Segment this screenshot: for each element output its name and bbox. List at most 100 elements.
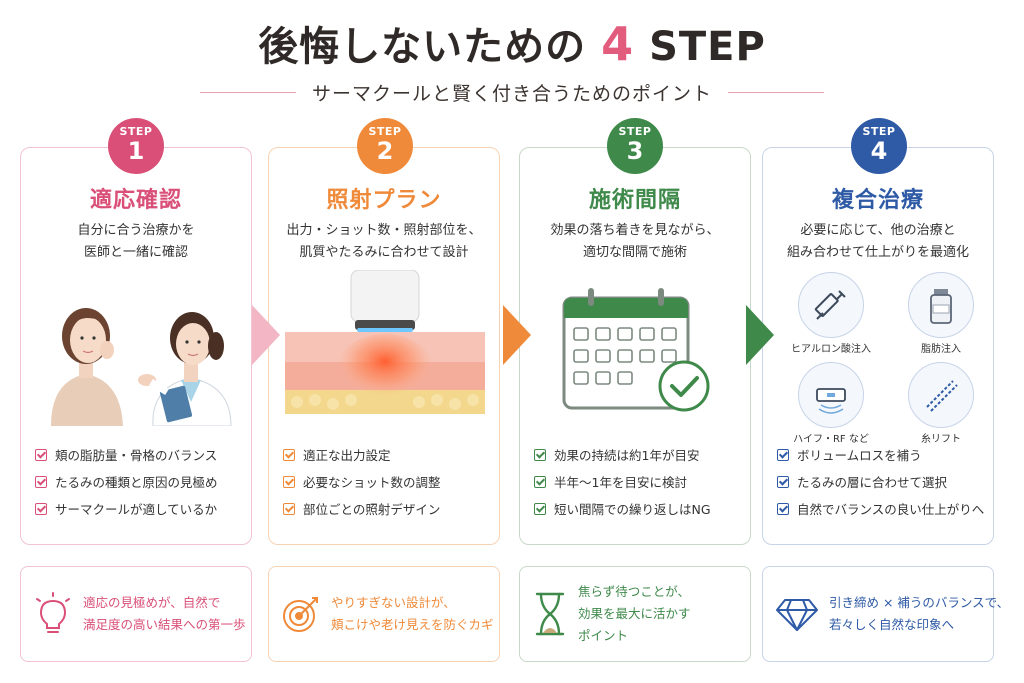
list-item: たるみの種類と原因の見極め [35,468,249,495]
treatment-hifu-rf: ハイフ・RF など [783,362,879,445]
title-text: 後悔しないための [258,24,587,70]
badge-label: STEP [862,125,896,138]
desc-line: 適切な間隔で施術 [582,245,687,260]
vial-icon [908,272,974,338]
list-item-text: 適正な出力設定 [303,448,391,463]
list-item: 短い間隔での繰り返しはNG [534,495,748,522]
syringe-icon [798,272,864,338]
page-title: 後悔しないための 4 STEP [0,14,1024,72]
page-subtitle: サーマクールと賢く付き合うためのポイント [312,82,713,105]
tip-line: 焦らず待つことが、 [578,584,691,599]
desc-line: 出力・ショット数・照射部位を、 [286,223,482,238]
step-2-tip: やりすぎない設計が、 頬こけや老け見えを防ぐカギ [268,566,500,662]
step-1-tip: 適応の見極めが、自然で 満足度の高い結果への第一歩 [20,566,252,662]
tip-text: 適応の見極めが、自然で 満足度の高い結果への第一歩 [83,592,246,636]
desc-line: 組み合わせて仕上がりを最適化 [786,245,969,260]
treatment-hyaluronic: ヒアルロン酸注入 [783,272,879,355]
tip-text: やりすぎない設計が、 頬こけや老け見えを防ぐカギ [331,592,494,636]
step-4-tip: 引き締め × 補うのバランスで、 若々しく自然な印象へ [762,566,1009,662]
step-description: 必要に応じて、他の治療と 組み合わせて仕上がりを最適化 [763,220,993,264]
check-list: 頬の脂肪量・骨格のバランス たるみの種類と原因の見極め サーマクールが適している… [35,441,249,522]
checkbox-icon [777,502,789,515]
checkbox-icon [35,475,47,488]
subtitle-divider-left [200,91,296,93]
list-item: 自然でバランスの良い仕上がりへ [777,495,991,522]
list-item-text: 半年〜1年を目安に検討 [554,475,687,490]
tip-text: 焦らず待つことが、 効果を最大に活かす ポイント [578,581,691,647]
list-item-text: 短い間隔での繰り返しはNG [554,502,711,517]
desc-line: 肌質やたるみに合わせて設計 [299,245,469,260]
check-list: ボリュームロスを補う たるみの層に合わせて選択 自然でバランスの良い仕上がりへ [777,441,991,522]
badge-label: STEP [368,125,402,138]
check-list: 適正な出力設定 必要なショット数の調整 部位ごとの照射デザイン [283,441,497,522]
subtitle-divider-right [728,91,825,93]
tip-line: 効果を最大に活かす [578,606,691,621]
list-item-text: 効果の持続は約1年が目安 [554,448,700,463]
step-3-tip: 焦らず待つことが、 効果を最大に活かす ポイント [519,566,751,662]
treatment-fat-injection: 脂肪注入 [893,272,989,355]
thread-icon [908,362,974,428]
subtitle-row: サーマクールと賢く付き合うためのポイント [200,80,825,105]
list-item: 頬の脂肪量・骨格のバランス [35,441,249,468]
list-item-text: たるみの層に合わせて選択 [797,475,948,490]
target-icon [283,597,318,632]
doctor-consultation-illustration [51,308,232,426]
step-1-card: 適応確認 自分に合う治療かを 医師と一緒に確認 頬の脂肪量・骨格のバランス たる… [20,147,252,545]
step-description: 効果の落ち着きを見ながら、 適切な間隔で施術 [520,220,750,264]
badge-number: 3 [626,137,644,165]
lightbulb-icon [36,592,70,633]
badge-label: STEP [119,125,153,138]
treatment-label: 脂肪注入 [921,344,961,355]
check-list: 効果の持続は約1年が目安 半年〜1年を目安に検討 短い間隔での繰り返しはNG [534,441,748,522]
list-item-text: 必要なショット数の調整 [303,475,441,490]
tip-text: 引き締め × 補うのバランスで、 若々しく自然な印象へ [829,592,1009,636]
checkbox-icon [283,475,295,488]
badge-number: 1 [127,137,145,165]
list-item-text: 頬の脂肪量・骨格のバランス [55,448,218,463]
tip-line: やりすぎない設計が、 [331,595,456,610]
list-item: 必要なショット数の調整 [283,468,497,495]
badge-label: STEP [618,125,652,138]
list-item: 部位ごとの照射デザイン [283,495,497,522]
step-title: 複合治療 [831,188,924,213]
list-item-text: サーマクールが適しているか [55,502,218,517]
step-title: 適応確認 [89,188,182,213]
checkbox-icon [35,502,47,515]
desc-line: 効果の落ち着きを見ながら、 [550,223,720,238]
list-item-text: 部位ごとの照射デザイン [303,502,441,517]
step-3-card: 施術間隔 効果の落ち着きを見ながら、 適切な間隔で施術 効果の持続は約1年が目安… [519,147,751,545]
step-4-card: 複合治療 必要に応じて、他の治療と 組み合わせて仕上がりを最適化 ヒアルロン酸注… [762,147,994,545]
treatment-label: ハイフ・RF など [793,434,869,445]
calendar-icon [562,288,710,412]
desc-line: 医師と一緒に確認 [83,245,188,260]
checkbox-icon [777,475,789,488]
treatment-label: ヒアルロン酸注入 [791,344,871,355]
arrow-right-icon [503,305,531,365]
list-item-text: ボリュームロスを補う [797,448,922,463]
checkbox-icon [534,502,546,515]
step-description: 出力・ショット数・照射部位を、 肌質やたるみに合わせて設計 [269,220,499,264]
tip-line: 頬こけや老け見えを防ぐカギ [331,617,494,632]
tip-line: 満足度の高い結果への第一歩 [83,617,246,632]
checkbox-icon [534,475,546,488]
list-item: サーマクールが適しているか [35,495,249,522]
diamond-icon [776,599,818,631]
list-item: 適正な出力設定 [283,441,497,468]
step-2-card: 照射プラン 出力・ショット数・照射部位を、 肌質やたるみに合わせて設計 適正な出… [268,147,500,545]
checkbox-icon [283,502,295,515]
checkbox-icon [35,448,47,461]
title-step-number: 4 [601,17,635,71]
step-title: 施術間隔 [588,188,681,213]
title-step-word: STEP [649,24,766,70]
badge-number: 4 [870,137,888,165]
checkbox-icon [534,448,546,461]
tip-line: 適応の見極めが、自然で [83,595,221,610]
treatment-thread-lift: 糸リフト [893,362,989,445]
tip-line: 引き締め × 補うのバランスで、 [829,595,1010,610]
hourglass-icon [535,592,565,636]
tip-line: ポイント [578,628,629,643]
arrow-right-icon [746,305,774,365]
